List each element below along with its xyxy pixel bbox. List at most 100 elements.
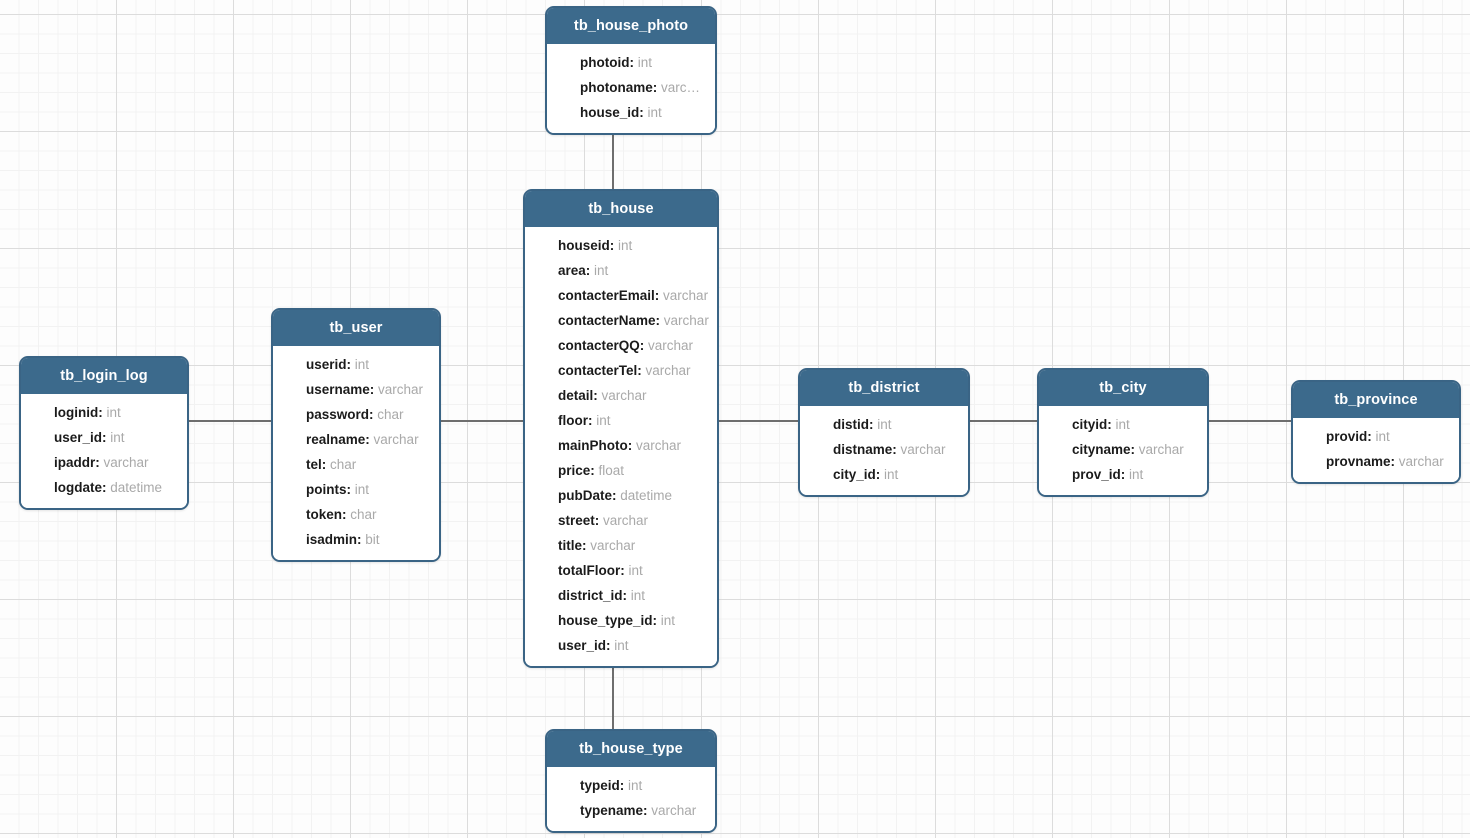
field-type: int xyxy=(880,467,899,482)
field-row[interactable]: user_id: int xyxy=(525,633,717,658)
field-row[interactable]: cityname: varchar xyxy=(1039,437,1207,462)
field-row[interactable]: houseid: int xyxy=(525,233,717,258)
entity-title-tb_house[interactable]: tb_house xyxy=(525,191,717,227)
field-name: provid: xyxy=(1326,429,1372,444)
field-row[interactable]: username: varchar xyxy=(273,377,439,402)
field-name: district_id: xyxy=(558,588,628,603)
field-row[interactable]: typename: varchar xyxy=(547,798,715,823)
relationship-line-tb_house-to-tb_district[interactable] xyxy=(718,420,799,422)
field-name: user_id: xyxy=(558,638,611,653)
field-name: userid: xyxy=(306,357,352,372)
entity-title-tb_login_log[interactable]: tb_login_log xyxy=(21,358,187,394)
field-row[interactable]: password: char xyxy=(273,402,439,427)
field-name: password: xyxy=(306,407,374,422)
field-type: int xyxy=(657,613,676,628)
field-row[interactable]: price: float xyxy=(525,458,717,483)
relationship-line-tb_user-to-tb_house[interactable] xyxy=(440,420,524,422)
field-type: int xyxy=(633,55,652,70)
field-row[interactable]: floor: int xyxy=(525,408,717,433)
field-name: contacterQQ: xyxy=(558,338,645,353)
field-name: area: xyxy=(558,263,591,278)
relationship-line-tb_district-to-tb_city[interactable] xyxy=(969,420,1038,422)
field-type: int xyxy=(1125,467,1144,482)
field-name: contacterEmail: xyxy=(558,288,660,303)
field-type: int xyxy=(590,263,609,278)
field-name: isadmin: xyxy=(306,532,362,547)
field-row[interactable]: provid: int xyxy=(1293,424,1459,449)
field-row[interactable]: token: char xyxy=(273,502,439,527)
entity-title-tb_user[interactable]: tb_user xyxy=(273,310,439,346)
field-row[interactable]: tel: char xyxy=(273,452,439,477)
field-row[interactable]: photoname: varc… xyxy=(547,75,715,100)
field-type: int xyxy=(592,413,611,428)
field-row[interactable]: house_type_id: int xyxy=(525,608,717,633)
field-name: floor: xyxy=(558,413,593,428)
field-type: varchar xyxy=(641,363,691,378)
field-name: cityname: xyxy=(1072,442,1136,457)
field-row[interactable]: user_id: int xyxy=(21,425,187,450)
entity-title-tb_house_type[interactable]: tb_house_type xyxy=(547,731,715,767)
field-row[interactable]: typeid: int xyxy=(547,773,715,798)
field-type: varchar xyxy=(374,382,424,397)
entity-title-tb_province[interactable]: tb_province xyxy=(1293,382,1459,418)
field-type: int xyxy=(351,482,370,497)
field-row[interactable]: contacterTel: varchar xyxy=(525,358,717,383)
field-row[interactable]: street: varchar xyxy=(525,508,717,533)
field-row[interactable]: points: int xyxy=(273,477,439,502)
field-row[interactable]: ipaddr: varchar xyxy=(21,450,187,475)
field-row[interactable]: photoid: int xyxy=(547,50,715,75)
entity-title-tb_city[interactable]: tb_city xyxy=(1039,370,1207,406)
field-name: token: xyxy=(306,507,347,522)
relationship-line-tb_login_log-to-tb_user[interactable] xyxy=(188,420,272,422)
field-row[interactable]: contacterQQ: varchar xyxy=(525,333,717,358)
field-type: varchar xyxy=(632,438,682,453)
field-row[interactable]: district_id: int xyxy=(525,583,717,608)
field-row[interactable]: contacterEmail: varchar xyxy=(525,283,717,308)
field-row[interactable]: pubDate: datetime xyxy=(525,483,717,508)
field-row[interactable]: area: int xyxy=(525,258,717,283)
field-row[interactable]: city_id: int xyxy=(800,462,968,487)
relationship-line-tb_city-to-tb_province[interactable] xyxy=(1208,420,1292,422)
field-row[interactable]: logdate: datetime xyxy=(21,475,187,500)
field-row[interactable]: loginid: int xyxy=(21,400,187,425)
relationship-line-tb_house_photo-to-tb_house[interactable] xyxy=(612,130,614,190)
field-row[interactable]: totalFloor: int xyxy=(525,558,717,583)
field-row[interactable]: distid: int xyxy=(800,412,968,437)
field-row[interactable]: prov_id: int xyxy=(1039,462,1207,487)
field-type: int xyxy=(624,563,643,578)
relationship-line-tb_house-to-tb_house_type[interactable] xyxy=(612,665,614,730)
field-row[interactable]: detail: varchar xyxy=(525,383,717,408)
field-row[interactable]: userid: int xyxy=(273,352,439,377)
field-row[interactable]: provname: varchar xyxy=(1293,449,1459,474)
field-name: ipaddr: xyxy=(54,455,100,470)
field-row[interactable]: house_id: int xyxy=(547,100,715,125)
field-row[interactable]: contacterName: varchar xyxy=(525,308,717,333)
field-row[interactable]: mainPhoto: varchar xyxy=(525,433,717,458)
field-type: int xyxy=(614,238,633,253)
field-row[interactable]: isadmin: bit xyxy=(273,527,439,552)
field-type: datetime xyxy=(616,488,673,503)
entity-title-tb_house_photo[interactable]: tb_house_photo xyxy=(547,8,715,44)
field-row[interactable]: title: varchar xyxy=(525,533,717,558)
field-type: int xyxy=(627,588,646,603)
field-name: house_id: xyxy=(580,105,644,120)
field-type: varchar xyxy=(660,313,709,328)
field-type: varchar xyxy=(369,432,419,447)
field-row[interactable]: realname: varchar xyxy=(273,427,439,452)
field-row[interactable]: distname: varchar xyxy=(800,437,968,462)
field-row[interactable]: cityid: int xyxy=(1039,412,1207,437)
entity-title-tb_district[interactable]: tb_district xyxy=(800,370,968,406)
